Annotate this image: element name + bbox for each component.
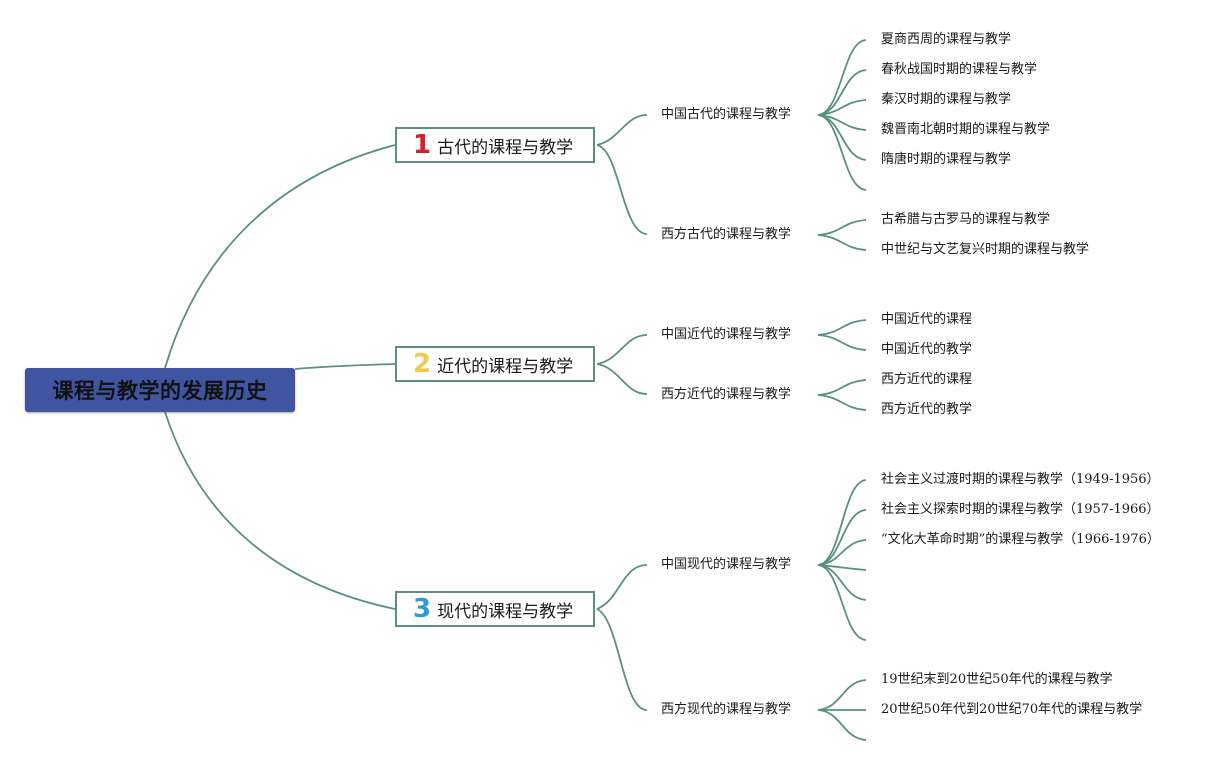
connector-leaf (817, 509, 867, 566)
leaf-topic[interactable]: 秦汉时期的课程与教学 (881, 92, 1012, 107)
leaf-topic[interactable]: 西方近代的课程 (881, 372, 973, 387)
connector-leaf (817, 334, 867, 351)
subtopic-west-ancient[interactable]: 西方古代的课程与教学 (661, 227, 792, 242)
leaf-topic[interactable]: 社会主义过渡时期的课程与教学（1949-1956） (881, 472, 1160, 487)
connector-branch-1-sub-2 (596, 144, 648, 235)
connector-leaf (817, 709, 867, 741)
connector-leaf (817, 234, 867, 251)
connector-branch-3-sub-1 (596, 564, 648, 610)
leaf-topic[interactable]: 19世纪末到20世纪50年代的课程与教学 (881, 672, 1113, 687)
subtopic-china-ancient[interactable]: 中国古代的课程与教学 (661, 107, 792, 122)
connector-leaf (817, 39, 867, 116)
subtopic-china-contemporary[interactable]: 中国现代的课程与教学 (661, 557, 792, 572)
connector-root-branch-2 (294, 363, 396, 370)
connector-leaf (817, 319, 867, 336)
connector-branch-2-sub-2 (596, 363, 648, 395)
connector-leaf (817, 564, 867, 641)
leaf-topic[interactable]: 中国近代的教学 (881, 342, 973, 357)
connector-leaf (817, 479, 867, 566)
connector-leaf (817, 379, 867, 396)
branch-label: 现代的课程与教学 (437, 601, 574, 622)
subtopic-china-early-modern[interactable]: 中国近代的课程与教学 (661, 327, 792, 342)
leaf-topic[interactable]: 隋唐时期的课程与教学 (881, 152, 1012, 167)
connector-branch-2-sub-1 (596, 334, 648, 365)
leaf-topic[interactable]: 春秋战国时期的课程与教学 (881, 62, 1038, 77)
root-title: 课程与教学的发展历史 (52, 379, 268, 403)
leaf-topic[interactable]: 古希腊与古罗马的课程与教学 (881, 212, 1051, 227)
branch-node-ancient[interactable]: 1 古代的课程与教学 (395, 127, 595, 163)
leaf-topic[interactable]: 中国近代的课程 (881, 312, 973, 327)
leaf-topic[interactable]: 魏晋南北朝时期的课程与教学 (881, 122, 1051, 137)
connector-root-branch-1 (164, 144, 396, 369)
connector-leaf (817, 99, 867, 116)
connector-branch-1-sub-1 (596, 114, 648, 146)
branch-node-contemporary[interactable]: 3 现代的课程与教学 (395, 591, 595, 627)
connector-branch-3-sub-2 (596, 608, 648, 711)
connector-root-branch-3 (164, 411, 396, 610)
leaf-topic[interactable]: 夏商西周的课程与教学 (881, 32, 1012, 47)
leaf-topic[interactable]: “文化大革命时期”的课程与教学（1966-1976） (881, 532, 1160, 547)
branch-label: 近代的课程与教学 (437, 356, 574, 377)
leaf-topic[interactable]: 西方近代的教学 (881, 402, 973, 417)
leaf-topic[interactable]: 中世纪与文艺复兴时期的课程与教学 (881, 242, 1090, 257)
number-badge-2: 2 (413, 349, 432, 379)
connector-leaf (817, 679, 867, 711)
connector-leaf (817, 539, 867, 566)
branch-node-modern-early[interactable]: 2 近代的课程与教学 (395, 346, 595, 382)
connector-leaf (817, 219, 867, 236)
subtopic-west-contemporary[interactable]: 西方现代的课程与教学 (661, 702, 792, 717)
leaf-topic[interactable]: 20世纪50年代到20世纪70年代的课程与教学 (881, 702, 1143, 717)
root-node[interactable]: 课程与教学的发展历史 (25, 368, 295, 412)
subtopic-west-early-modern[interactable]: 西方近代的课程与教学 (661, 387, 792, 402)
number-badge-1: 1 (413, 130, 432, 160)
connector-leaf (817, 114, 867, 191)
leaf-topic[interactable]: 社会主义探索时期的课程与教学（1957-1966） (881, 502, 1160, 517)
branch-label: 古代的课程与教学 (437, 137, 574, 158)
number-badge-3: 3 (413, 594, 432, 624)
connector-leaf (817, 394, 867, 411)
